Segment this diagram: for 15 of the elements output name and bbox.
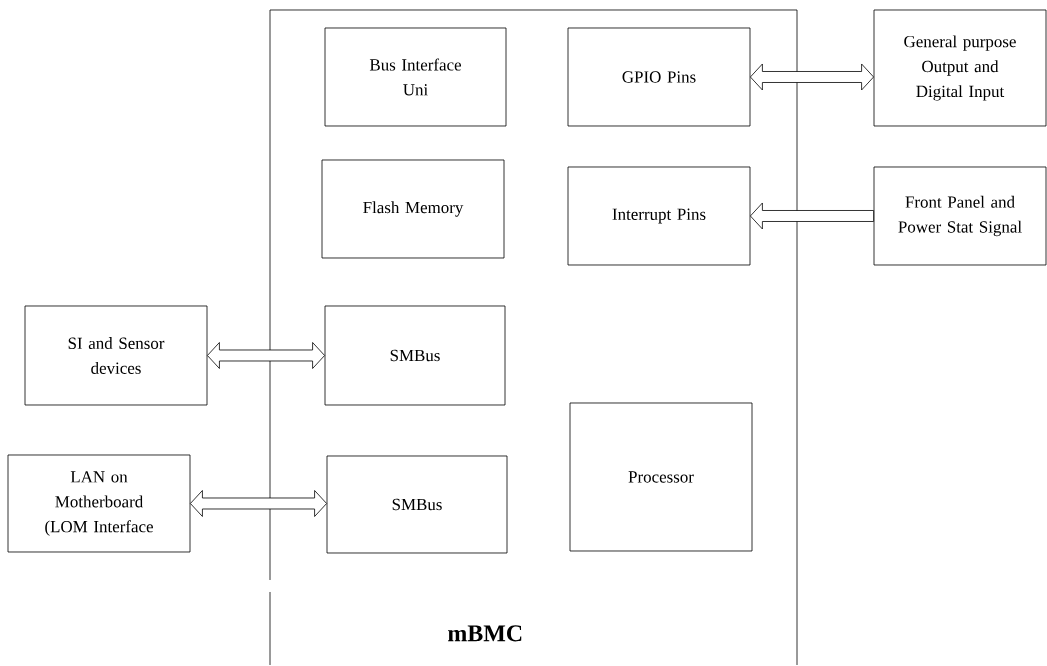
block-arrow [750, 202, 874, 230]
block-arrow [207, 342, 325, 369]
block-box: SI and Sensor devices [24, 305, 208, 406]
block-box: Bus Interface Uni [324, 27, 507, 127]
block-box: Front Panel and Power Stat Signal [873, 166, 1047, 266]
block-box: GPIO Pins [567, 27, 751, 127]
block-box: Interrupt Pins [567, 166, 751, 266]
block-arrow [750, 63, 874, 91]
block-box: Processor [569, 402, 753, 552]
block-arrow [190, 490, 327, 517]
block-box: SMBus [326, 455, 508, 554]
block-box: SMBus [324, 305, 506, 406]
block-box: General purpose Output and Digital Input [873, 9, 1047, 127]
block-box: Flash Memory [321, 159, 505, 259]
block-box: LAN on Motherboard (LOM Interface [7, 454, 191, 553]
